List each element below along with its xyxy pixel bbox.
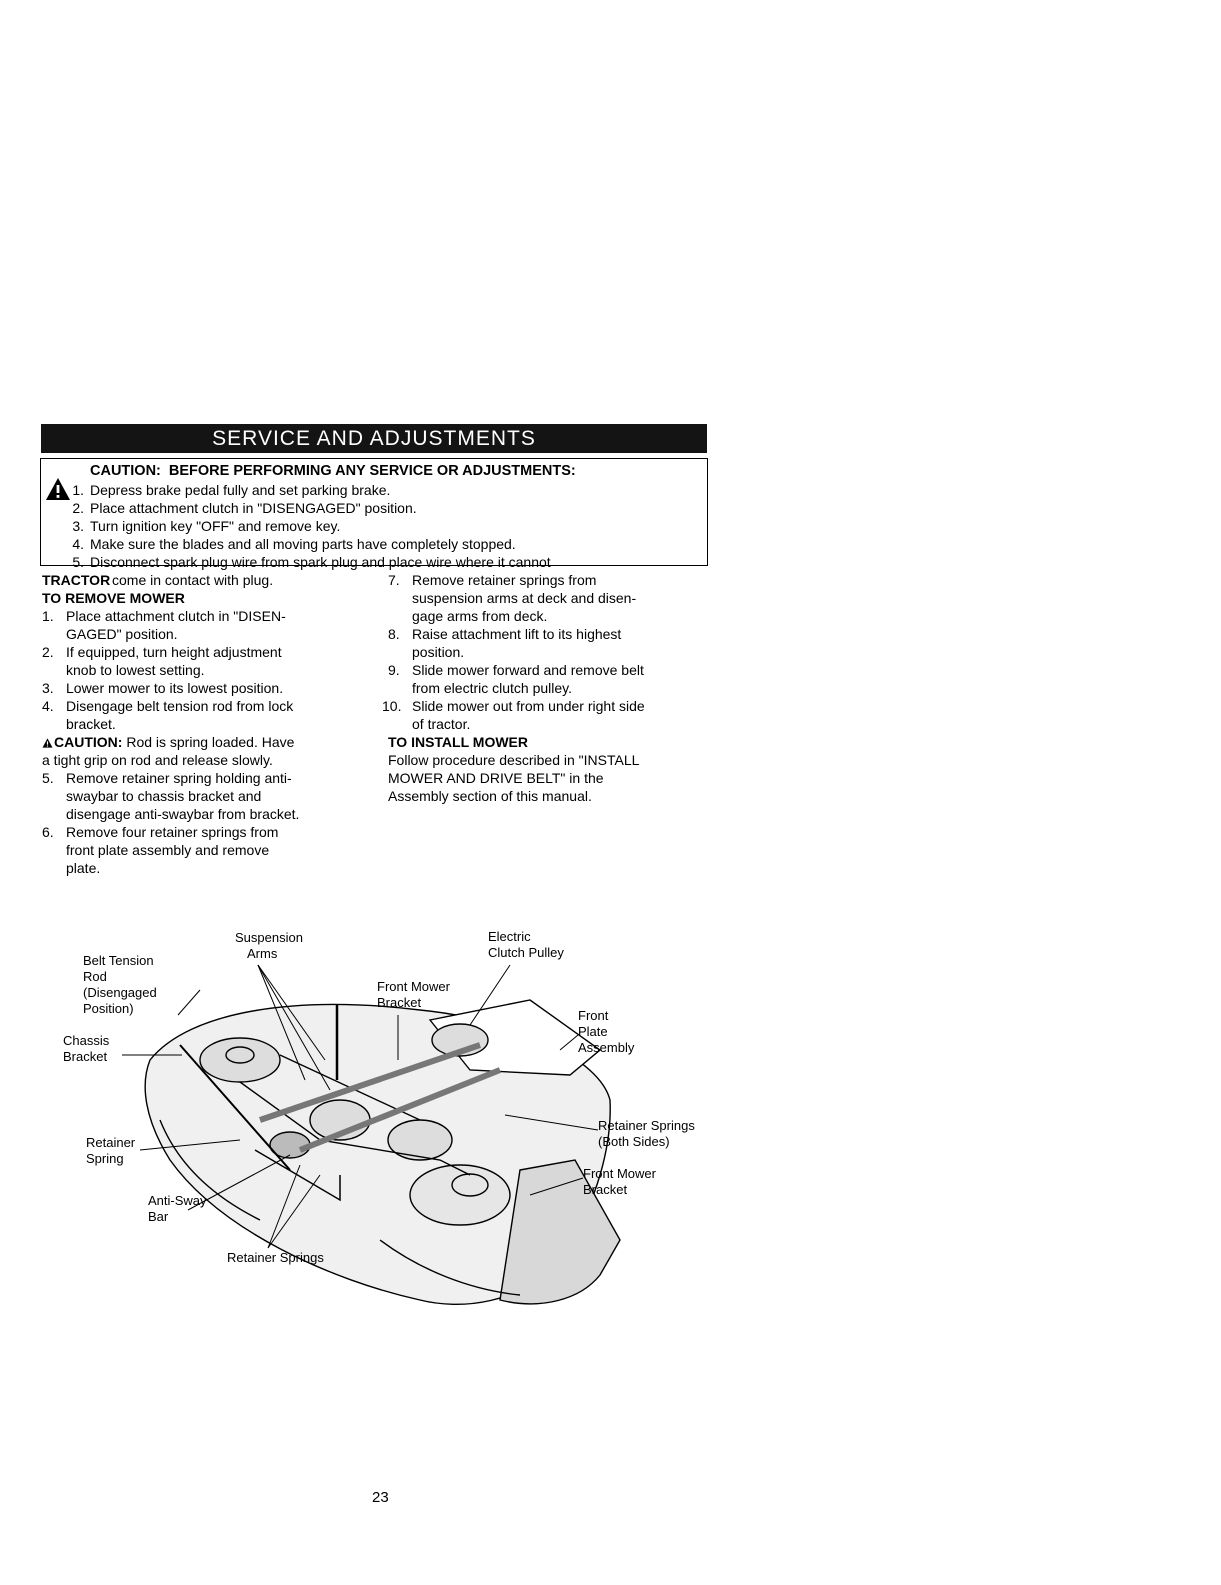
warning-triangle-icon	[46, 478, 70, 500]
section-banner: SERVICE AND ADJUSTMENTS	[41, 424, 707, 453]
list-item: 1.Place attachment clutch in "DISEN-GAGE…	[42, 608, 286, 642]
label-retainer-springs-bottom: Retainer Springs	[227, 1250, 324, 1265]
list-item: 10.Slide mower out from under right side…	[382, 698, 645, 732]
caution-step: 3.Turn ignition key "OFF" and remove key…	[72, 518, 341, 534]
caution-step: 4.Make sure the blades and all moving pa…	[72, 536, 516, 552]
caution-lead: CAUTION:	[90, 463, 161, 479]
caution-heading: CAUTION: BEFORE PERFORMING ANY SERVICE OR…	[90, 463, 576, 479]
section-title: SERVICE AND ADJUSTMENTS	[212, 426, 536, 450]
subsection-heading: TO REMOVE MOWER	[42, 590, 185, 606]
inline-caution: CAUTION: Rod is spring loaded. Have	[42, 733, 372, 751]
subsection-heading: TO INSTALL MOWER	[388, 734, 528, 750]
paragraph-line: MOWER AND DRIVE BELT" in the	[388, 770, 604, 786]
list-item: 5.Remove retainer spring holding anti-sw…	[42, 770, 300, 822]
caution-box	[40, 458, 708, 566]
paragraph-line: Follow procedure described in "INSTALL	[388, 752, 640, 768]
caution-title: BEFORE PERFORMING ANY SERVICE OR ADJUSTM…	[168, 463, 576, 479]
caution-step: 5.Disconnect spark plug wire from spark …	[72, 554, 551, 570]
caution-step: 2.Place attachment clutch in "DISENGAGED…	[72, 500, 417, 516]
list-item: 3.Lower mower to its lowest position.	[42, 680, 284, 696]
label-retainer-springs-both-sides: Retainer Springs(Both Sides)	[598, 1118, 695, 1149]
paragraph-line: Assembly section of this manual.	[388, 788, 592, 804]
section-heading: TRACTOR	[42, 572, 111, 588]
warning-triangle-icon	[42, 738, 53, 748]
caution-steps: 1.Depress brake pedal fully and set park…	[62, 481, 551, 589]
page-number: 23	[372, 1489, 389, 1506]
caution-step-continuation: come in contact with plug.	[112, 572, 274, 588]
caution-step: 1.Depress brake pedal fully and set park…	[72, 482, 391, 498]
left-column: TRACTOR TO REMOVE MOWER 1.Place attachme…	[42, 571, 372, 877]
inline-caution-line: a tight grip on rod and release slowly.	[42, 752, 273, 768]
